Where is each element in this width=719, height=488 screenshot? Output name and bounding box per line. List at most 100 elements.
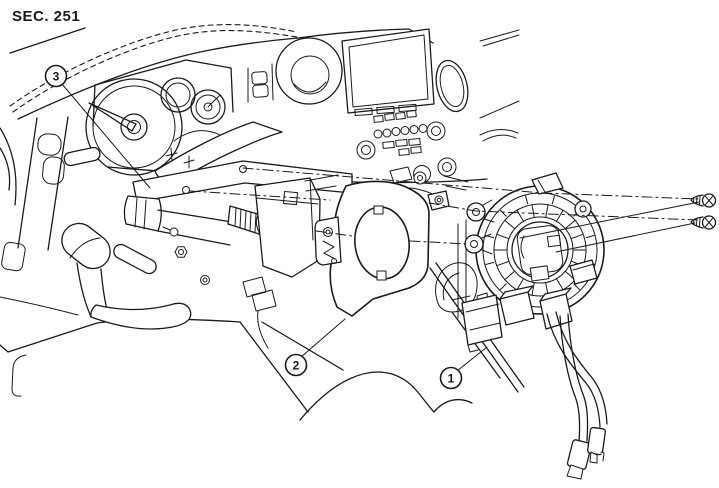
grommet-inner bbox=[417, 175, 423, 181]
knee-panel-corner bbox=[11, 354, 27, 397]
bracket-hole bbox=[239, 165, 247, 173]
hex-bolt-center bbox=[178, 249, 184, 255]
display-screen bbox=[348, 34, 429, 108]
grommet bbox=[413, 171, 427, 185]
wire-terminal bbox=[586, 426, 606, 456]
lower-rim-section bbox=[90, 302, 192, 330]
callouts: 3 2 1 bbox=[44, 64, 488, 390]
callout-3: 3 bbox=[44, 64, 151, 189]
callout-number: 3 bbox=[53, 70, 60, 84]
ear-links bbox=[481, 199, 495, 255]
cover-flange bbox=[314, 216, 342, 266]
screw bbox=[690, 193, 717, 208]
flange-spring bbox=[322, 240, 336, 260]
mount-ear-hole bbox=[470, 240, 478, 248]
wire bbox=[567, 313, 589, 442]
dash-top-edge bbox=[17, 37, 299, 120]
flange-pin bbox=[331, 258, 337, 264]
leader-lines bbox=[189, 167, 700, 253]
screw-leader-line bbox=[519, 201, 700, 239]
sensor-cover bbox=[314, 166, 450, 317]
shifter-boot bbox=[435, 262, 478, 313]
screw-slot bbox=[705, 196, 713, 205]
shaft-splines bbox=[234, 207, 257, 233]
screw-axis-line bbox=[242, 167, 700, 200]
boss-hole-inner bbox=[436, 197, 442, 203]
callout-leader bbox=[300, 318, 346, 358]
side-oval-vent-inner bbox=[439, 64, 465, 108]
side-connector-line bbox=[572, 263, 595, 271]
wire bbox=[546, 313, 601, 428]
callout-2: 2 bbox=[284, 318, 346, 377]
knee-bolster-curve bbox=[299, 371, 473, 421]
wheel-spoke-pad bbox=[61, 222, 111, 270]
spoke-switch bbox=[42, 156, 65, 185]
callout-leader bbox=[456, 346, 488, 372]
screw-leader-line bbox=[555, 222, 696, 253]
nut-center bbox=[202, 277, 208, 283]
dash-cowl-edge bbox=[297, 28, 434, 44]
spoke-pad-line bbox=[69, 237, 101, 259]
gauge-hub bbox=[120, 113, 148, 141]
cover-body bbox=[329, 180, 430, 317]
small-gauge-needle bbox=[207, 94, 221, 108]
screw-threads bbox=[693, 217, 701, 227]
mount-boss-hole bbox=[579, 205, 587, 213]
lower-connector bbox=[499, 285, 535, 326]
opening-tab-top bbox=[373, 205, 384, 215]
audio-panel bbox=[356, 109, 457, 183]
hub-detail bbox=[546, 234, 562, 248]
callout-circle bbox=[439, 366, 463, 390]
harness-connector-lines bbox=[465, 303, 501, 353]
terminal-foot bbox=[566, 464, 584, 480]
screw-shank bbox=[690, 216, 704, 229]
callout-leader bbox=[61, 83, 151, 189]
dash-under-edge bbox=[0, 296, 79, 316]
callout-number: 1 bbox=[448, 372, 455, 386]
vent-louver bbox=[293, 81, 327, 93]
wheel-rim-arcs bbox=[0, 127, 17, 206]
mounting-screws bbox=[690, 193, 717, 230]
round-vent bbox=[275, 37, 343, 105]
tilt-lever-ribs bbox=[134, 197, 147, 230]
dash-right-edges bbox=[479, 29, 520, 119]
small-gauge bbox=[190, 89, 226, 125]
screw-axis-line bbox=[315, 230, 469, 245]
boss-hole bbox=[434, 195, 444, 205]
combination-switch-lines bbox=[256, 177, 319, 241]
wiper-stalk bbox=[113, 243, 157, 275]
small-gauge-hub bbox=[203, 102, 213, 112]
steering-column bbox=[63, 146, 469, 349]
opening-tab-bottom bbox=[376, 270, 387, 281]
screw-slot bbox=[705, 218, 713, 227]
section-label: SEC. 251 bbox=[12, 8, 80, 25]
mount-boss bbox=[574, 200, 592, 218]
cluster-bezel bbox=[92, 59, 234, 127]
display-bezel bbox=[341, 28, 435, 114]
screw bbox=[690, 215, 717, 230]
hex-bolt bbox=[174, 246, 188, 258]
gauge-ring-inner bbox=[92, 85, 176, 169]
spiral-cable-assembly bbox=[451, 172, 605, 353]
wheel-spoke-band bbox=[17, 116, 69, 251]
top-mount-tab bbox=[531, 172, 564, 195]
callout-number: 2 bbox=[293, 359, 300, 373]
terminal-foot bbox=[589, 451, 605, 464]
column-connectors bbox=[242, 276, 277, 312]
upper-bracket bbox=[389, 166, 413, 184]
gauge-ring bbox=[85, 78, 183, 176]
instrument-cluster bbox=[85, 59, 283, 183]
hub-lower-block bbox=[529, 265, 550, 282]
console-edge-lines bbox=[239, 321, 344, 413]
dash-right-arc bbox=[479, 129, 519, 142]
small-gauge-inner bbox=[165, 82, 191, 108]
wire bbox=[559, 315, 581, 444]
center-stack bbox=[247, 28, 469, 183]
spoke-switch bbox=[37, 133, 62, 156]
turn-signal-stalk bbox=[63, 146, 101, 167]
side-connector bbox=[569, 259, 598, 285]
mount-ear bbox=[464, 234, 484, 254]
small-gauge-inner bbox=[195, 94, 221, 120]
